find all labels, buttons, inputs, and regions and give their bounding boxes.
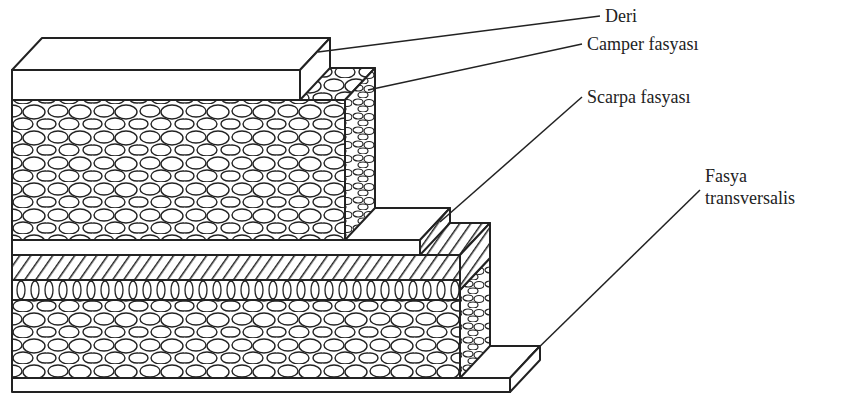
leader-line <box>440 97 582 222</box>
leader-line <box>368 44 582 90</box>
skin-layer <box>12 38 330 100</box>
layer-label: Scarpa fasyası <box>587 86 787 108</box>
layer-label: Camper fasyası <box>587 33 787 55</box>
leader-line <box>318 16 600 52</box>
layer-label: Deri <box>605 5 805 27</box>
camper-fascia-layer <box>12 68 375 240</box>
leader-line <box>528 190 700 358</box>
layer-label: Fasya transversalis <box>705 165 810 209</box>
